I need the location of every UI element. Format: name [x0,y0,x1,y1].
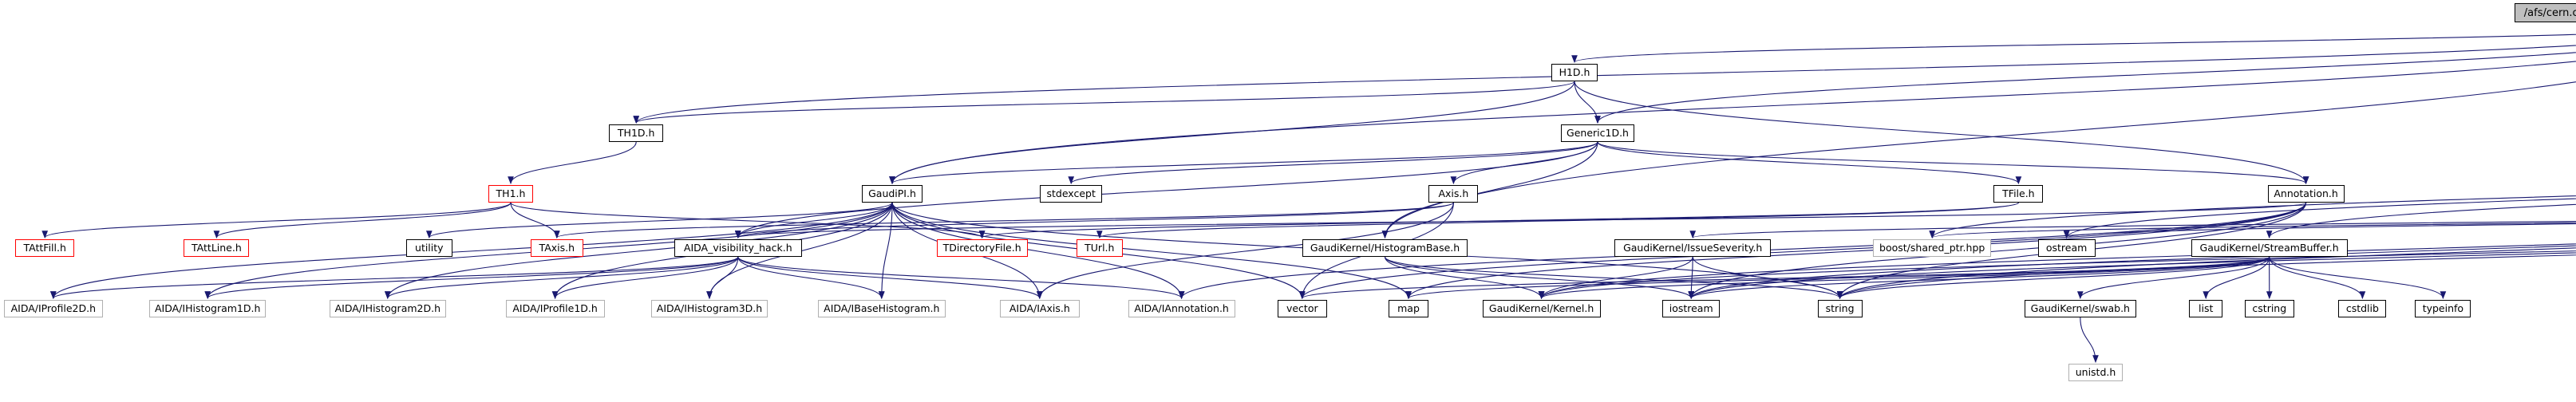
graph-node-ihistogram2d[interactable]: AIDA/IHistogram2D.h [329,300,446,317]
graph-node-stdexcept[interactable]: stdexcept [1040,185,1103,203]
graph-node-iaxis[interactable]: AIDA/IAxis.h [999,300,1080,317]
graph-node-cstring[interactable]: cstring [2244,300,2294,317]
graph-node-cstdlib[interactable]: cstdlib [2338,300,2387,317]
graph-node-utility[interactable]: utility [405,239,452,257]
graph-node-tdirfile[interactable]: TDirectoryFile.h [936,239,1028,257]
graph-node-ihistogram1d[interactable]: AIDA/IHistogram1D.h [149,300,267,317]
graph-node-root[interactable]: /afs/cern.ch/sw/Gaudi/releases/GAUDI/GAU… [2515,3,2576,22]
graph-node-visibilityhack[interactable]: AIDA_visibility_hack.h [674,239,802,257]
graph-node-ostream[interactable]: ostream [2037,239,2096,257]
graph-node-ibasehistogram[interactable]: AIDA/IBaseHistogram.h [817,300,946,317]
graph-node-iostream[interactable]: iostream [1662,300,1721,317]
graph-node-swab[interactable]: GaudiKernel/swab.h [2024,300,2136,317]
graph-node-tattfill[interactable]: TAttFill.h [15,239,75,257]
graph-node-vector[interactable]: vector [1277,300,1327,317]
graph-node-kernelh[interactable]: GaudiKernel/Kernel.h [1482,300,1601,317]
graph-node-turl[interactable]: TUrl.h [1076,239,1123,257]
graph-node-list[interactable]: list [2189,300,2223,317]
graph-node-string[interactable]: string [1817,300,1863,317]
graph-node-th1dh[interactable]: TH1D.h [609,124,664,142]
graph-node-taxis[interactable]: TAxis.h [530,239,583,257]
graph-node-sharedptr[interactable]: boost/shared_ptr.hpp [1873,239,1992,257]
graph-node-typeinfo[interactable]: typeinfo [2415,300,2471,317]
graph-node-map[interactable]: map [1389,300,1428,317]
graph-node-ihistogram3d[interactable]: AIDA/IHistogram3D.h [651,300,768,317]
graph-node-generic1d[interactable]: Generic1D.h [1561,124,1634,142]
graph-node-issueseverity[interactable]: GaudiKernel/IssueSeverity.h [1614,239,1772,257]
graph-node-th1h[interactable]: TH1.h [488,185,533,203]
graph-node-annotation[interactable]: Annotation.h [2267,185,2345,203]
graph-node-iprofile1d[interactable]: AIDA/IProfile1D.h [505,300,605,317]
graph-node-histobase[interactable]: GaudiKernel/HistogramBase.h [1302,239,1468,257]
graph-node-iprofile2d[interactable]: AIDA/IProfile2D.h [3,300,103,317]
graph-node-h1d[interactable]: H1D.h [1551,64,1598,81]
graph-node-axis[interactable]: Axis.h [1428,185,1479,203]
graph-node-unistd[interactable]: unistd.h [2068,364,2123,381]
graph-node-streambuffer[interactable]: GaudiKernel/StreamBuffer.h [2191,239,2348,257]
graph-node-tattline[interactable]: TAttLine.h [184,239,250,257]
graph-node-tfile[interactable]: TFile.h [1993,185,2044,203]
graph-node-gaudipi[interactable]: GaudiPI.h [862,185,923,203]
graph-node-iannotation[interactable]: AIDA/IAnnotation.h [1128,300,1235,317]
